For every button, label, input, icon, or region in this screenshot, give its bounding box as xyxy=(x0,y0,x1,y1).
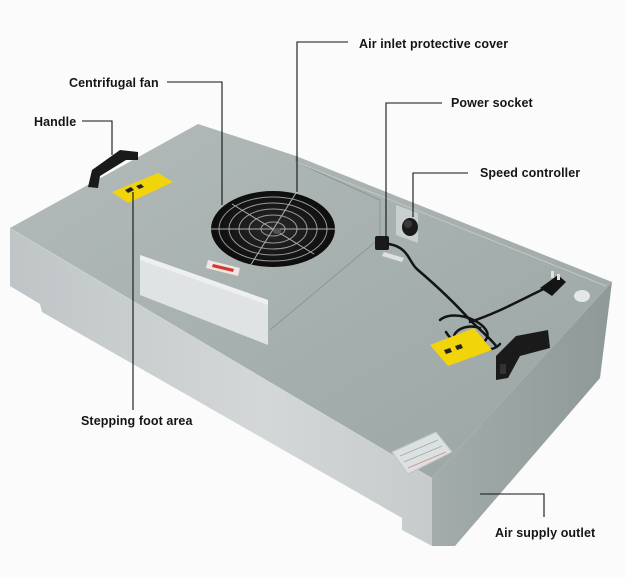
label-speed-controller: Speed controller xyxy=(480,166,581,180)
leader-power-socket xyxy=(385,102,442,240)
label-power-socket: Power socket xyxy=(451,96,533,110)
leader-lines xyxy=(82,41,545,517)
warning-label-left xyxy=(112,173,173,203)
power-plug xyxy=(540,271,566,296)
warning-label-right xyxy=(430,328,492,366)
round-sticker xyxy=(574,290,590,302)
leader-centrifugal-fan xyxy=(167,81,223,205)
airflow-arrow-sticker xyxy=(206,260,240,276)
leader-handle xyxy=(82,120,113,155)
leader-air-inlet-protective-cover xyxy=(296,41,348,192)
fan-grille xyxy=(211,191,335,267)
label-handle: Handle xyxy=(34,115,77,129)
ffu-top-face xyxy=(10,124,612,478)
handle-left xyxy=(88,150,138,188)
stepping-foot-panel xyxy=(140,255,268,345)
leader-air-supply-outlet xyxy=(480,493,545,517)
nameplate-label xyxy=(391,431,453,475)
ffu-right-face xyxy=(432,282,612,546)
label-centrifugal-fan: Centrifugal fan xyxy=(69,76,159,90)
label-air-inlet-protective-cover: Air inlet protective cover xyxy=(359,37,509,51)
handle-right xyxy=(496,330,550,380)
label-air-supply-outlet: Air supply outlet xyxy=(495,526,596,540)
label-stepping-foot-area: Stepping foot area xyxy=(81,414,193,428)
leader-speed-controller xyxy=(412,172,468,217)
